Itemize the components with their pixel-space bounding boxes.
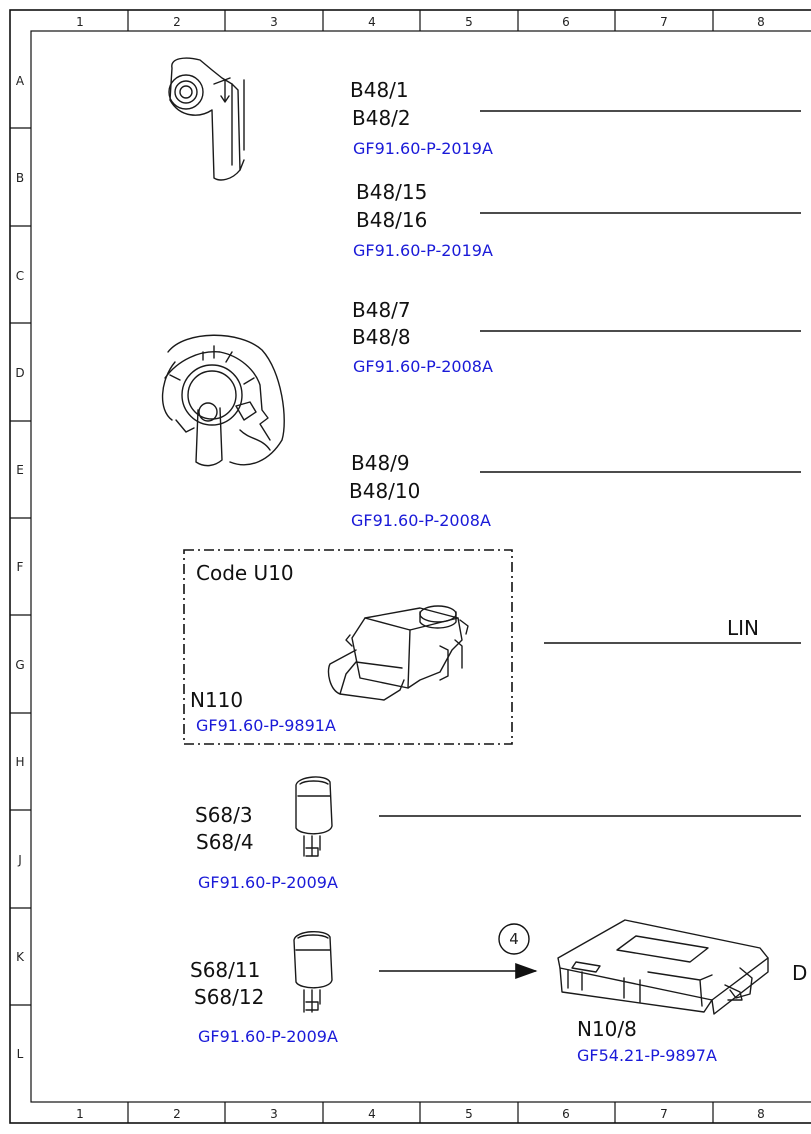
col-label: 5 — [465, 15, 473, 29]
col-label: 7 — [660, 15, 668, 29]
label-b48-2: B48/2 — [352, 106, 411, 130]
ref-link-gf91-60-p-2008a-2[interactable]: GF91.60-P-2008A — [351, 511, 491, 530]
column-labels-bottom: 1 2 3 4 5 6 7 8 — [76, 1107, 765, 1121]
label-n10-8: N10/8 — [577, 1017, 637, 1041]
code-u10-option-box — [183, 549, 513, 745]
col-label: 1 — [76, 15, 84, 29]
ref-link-gf91-60-p-9891a[interactable]: GF91.60-P-9891A — [196, 716, 336, 735]
ref-link-gf91-60-p-2009a[interactable]: GF91.60-P-2009A — [198, 873, 338, 892]
hall-sensor-illustration — [168, 57, 245, 181]
label-b48-9: B48/9 — [351, 451, 410, 475]
row-label: L — [17, 1047, 24, 1061]
control-unit-illustration — [557, 919, 769, 1015]
column-labels-top: 1 2 3 4 5 6 7 8 — [76, 15, 765, 29]
n110-module-illustration — [327, 605, 469, 701]
ref-link-gf91-60-p-2009a-2[interactable]: GF91.60-P-2009A — [198, 1027, 338, 1046]
col-label: 8 — [757, 1107, 765, 1121]
col-label: 8 — [757, 15, 765, 29]
label-b48-15: B48/15 — [356, 180, 427, 204]
row-label: B — [16, 171, 24, 185]
code-u10-label: Code U10 — [196, 561, 294, 585]
ref-link-gf91-60-p-2008a[interactable]: GF91.60-P-2008A — [353, 357, 493, 376]
label-s68-11: S68/11 — [190, 958, 260, 982]
row-label: F — [17, 560, 24, 574]
row-label: E — [16, 463, 24, 477]
seat-belt-buckle-illustration-2 — [293, 931, 333, 1013]
col-label: 4 — [368, 1107, 376, 1121]
col-label: 3 — [270, 1107, 278, 1121]
ref-link-gf91-60-p-2019a[interactable]: GF91.60-P-2019A — [353, 139, 493, 158]
col-label: 5 — [465, 1107, 473, 1121]
col-label: 2 — [173, 15, 181, 29]
label-s68-12: S68/12 — [194, 985, 264, 1009]
col-label: 1 — [76, 1107, 84, 1121]
row-label: C — [16, 269, 24, 283]
sheet-frame — [9, 9, 811, 1124]
row-label: G — [15, 658, 24, 672]
label-b48-8: B48/8 — [352, 325, 411, 349]
col-label: 6 — [562, 1107, 570, 1121]
seat-belt-buckle-illustration — [295, 776, 333, 857]
col-label: 3 — [270, 15, 278, 29]
ref-link-gf91-60-p-2019a-2[interactable]: GF91.60-P-2019A — [353, 241, 493, 260]
row-labels: A B C D E F G H J K L — [15, 74, 25, 1061]
label-b48-16: B48/16 — [356, 208, 427, 232]
ref-link-gf54-21-p-9897a[interactable]: GF54.21-P-9897A — [577, 1046, 717, 1065]
row-label: K — [16, 950, 25, 964]
lin-bus-label: LIN — [727, 616, 759, 640]
label-b48-1: B48/1 — [350, 78, 409, 102]
label-s68-4: S68/4 — [196, 830, 254, 854]
reference-marker-circle — [498, 923, 530, 955]
row-label: H — [15, 755, 24, 769]
label-b48-7: B48/7 — [352, 298, 411, 322]
label-s68-3: S68/3 — [195, 803, 253, 827]
label-b48-10: B48/10 — [349, 479, 420, 503]
col-label: 7 — [660, 1107, 668, 1121]
row-label: D — [15, 366, 24, 380]
col-label: 2 — [173, 1107, 181, 1121]
row-label: A — [16, 74, 25, 88]
col-label: 6 — [562, 15, 570, 29]
reference-marker-number: 4 — [509, 930, 519, 948]
edge-cut-label: D — [792, 961, 807, 985]
col-label: 4 — [368, 15, 376, 29]
ring-sensor-illustration — [161, 334, 285, 467]
row-label: J — [17, 853, 22, 867]
grid-ticks — [10, 10, 714, 1123]
label-n110: N110 — [190, 688, 243, 712]
